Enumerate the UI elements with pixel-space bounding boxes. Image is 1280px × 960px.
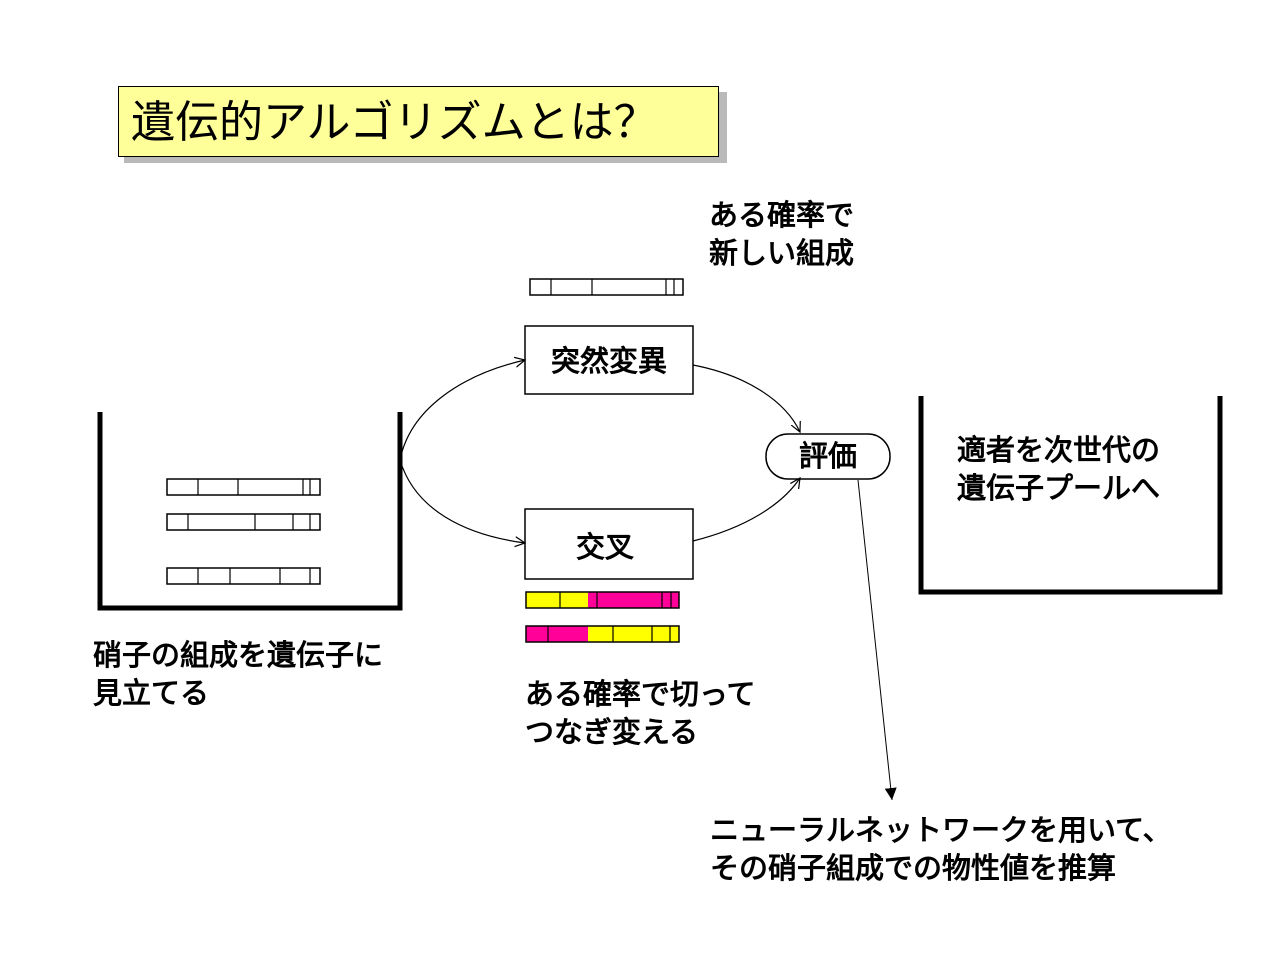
mutation-box (524, 325, 694, 395)
arrow-crossover-to-eval (692, 478, 800, 542)
crossover-note-2: つなぎ変える (525, 715, 699, 749)
eval-note-1: ニューラルネットワークを用いて、 (710, 813, 1172, 847)
arrow-mutation-to-eval (692, 364, 800, 432)
mutation-label: 突然変異 (550, 344, 667, 378)
crossover-label: 交叉 (575, 530, 634, 564)
page-title: 遺伝的アルゴリズムとは？ (118, 86, 719, 157)
mutation-gene-bar (529, 278, 684, 296)
arrow-eval-to-note (857, 479, 897, 801)
gene-bar (166, 513, 321, 531)
eval-note-2: その硝子組成での物性値を推算 (710, 851, 1117, 885)
crossover-box (524, 508, 694, 580)
next-gen-note-2: 遺伝子プールへ (957, 471, 1161, 505)
mutation-note-1: ある確率で (709, 198, 855, 232)
next-gen-note-1: 適者を次世代の (957, 433, 1161, 467)
arrow-pool-to-crossover (399, 459, 525, 543)
pool-note-2: 見立てる (93, 676, 210, 710)
left-gene-pool (97, 412, 403, 611)
evaluation-label: 評価 (798, 439, 857, 473)
crossover-gene-bar-2 (525, 625, 680, 643)
mutation-note-2: 新しい組成 (709, 236, 855, 270)
right-gene-pool (918, 396, 1223, 595)
pool-note-1: 硝子の組成を遺伝子に (93, 638, 384, 672)
gene-bar (166, 567, 321, 585)
arrow-pool-to-mutation (399, 360, 525, 461)
gene-bar (166, 478, 321, 496)
crossover-note-1: ある確率で切って (525, 677, 756, 711)
evaluation-pill (765, 433, 891, 480)
crossover-gene-bar-1 (525, 591, 680, 609)
